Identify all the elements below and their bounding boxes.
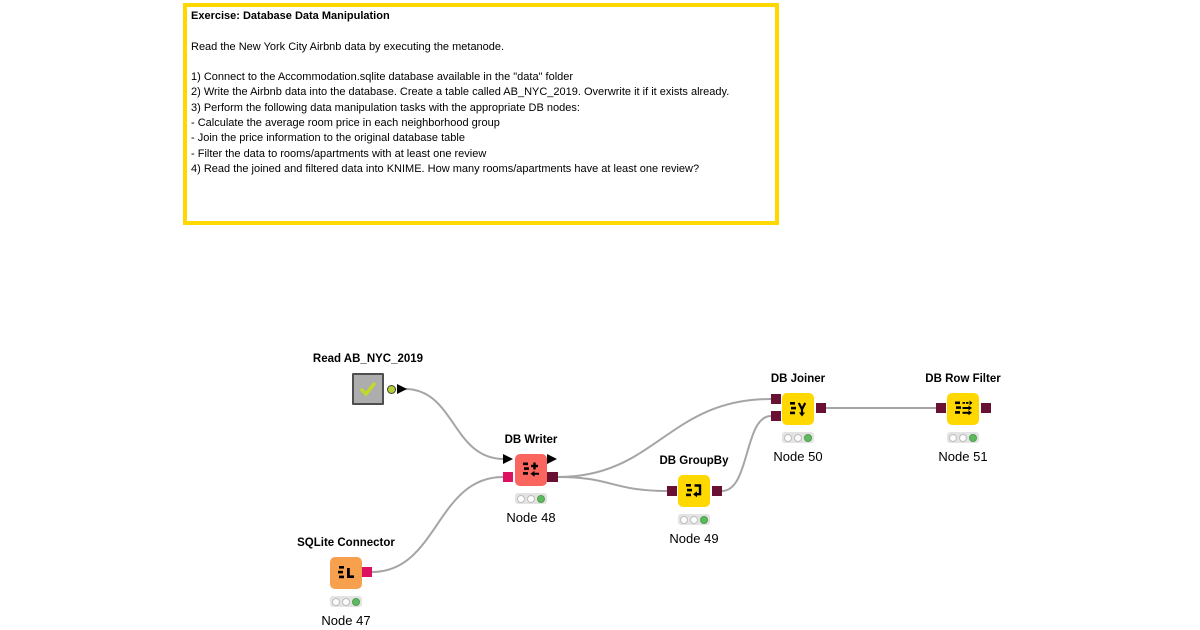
- annotation-body: Read the New York City Airbnb data by ex…: [191, 40, 730, 175]
- joiner-input-port-2[interactable]: [771, 411, 781, 421]
- metanode-output-port[interactable]: [387, 385, 396, 394]
- status-traffic-light: [515, 493, 547, 504]
- status-red-off: [784, 433, 792, 442]
- database-connector-icon: [338, 566, 354, 579]
- joiner-node-body[interactable]: [771, 393, 826, 425]
- node-db-joiner[interactable]: DB Joiner Node 50: [771, 373, 826, 464]
- status-green-on: [537, 494, 545, 503]
- node-title: DB Row Filter: [925, 373, 1001, 385]
- node-db-writer[interactable]: DB Writer Node 48: [503, 434, 558, 525]
- writer-db-data-output-port[interactable]: [547, 472, 558, 482]
- wire-sqlite-to-writer[interactable]: [371, 476, 504, 573]
- groupby-input-port[interactable]: [667, 486, 677, 496]
- metanode-body[interactable]: [352, 373, 407, 405]
- status-traffic-light: [678, 514, 710, 525]
- annotation-title: Exercise: Database Data Manipulation: [191, 10, 390, 22]
- check-icon: [360, 382, 376, 396]
- status-red-off: [680, 515, 688, 524]
- status-traffic-light: [782, 432, 814, 443]
- groupby-output-port[interactable]: [712, 486, 722, 496]
- status-green-on: [352, 597, 360, 606]
- status-green-on: [804, 433, 812, 442]
- node-db-groupby[interactable]: DB GroupBy Node 49: [660, 455, 729, 546]
- node-title: Read AB_NYC_2019: [312, 353, 424, 365]
- sqlite-node-body[interactable]: [330, 557, 372, 589]
- rowfilter-input-port[interactable]: [936, 403, 946, 413]
- node-label: Node 47: [321, 613, 371, 628]
- node-metanode-read[interactable]: Read AB_NYC_2019: [313, 353, 423, 405]
- wire-writer-to-joiner[interactable]: [557, 398, 772, 478]
- wire-groupby-to-joiner[interactable]: [721, 415, 772, 492]
- wire-metanode-to-writer[interactable]: [404, 388, 505, 460]
- workflow-annotation[interactable]: Exercise: Database Data Manipulation Rea…: [183, 3, 779, 225]
- node-title: DB GroupBy: [659, 455, 729, 467]
- db-groupby-icon: [686, 484, 702, 498]
- node-title: SQLite Connector: [297, 537, 395, 549]
- joiner-input-port-1[interactable]: [771, 394, 781, 404]
- status-yellow-off: [794, 433, 802, 442]
- status-traffic-light: [330, 596, 362, 607]
- status-yellow-off: [959, 433, 967, 442]
- status-red-off: [517, 494, 525, 503]
- node-label: Node 48: [506, 510, 556, 525]
- rowfilter-node-body[interactable]: [936, 393, 991, 425]
- node-sqlite-connector[interactable]: SQLite Connector Node 47: [297, 537, 395, 628]
- status-yellow-off: [527, 494, 535, 503]
- joiner-output-port[interactable]: [816, 403, 826, 413]
- status-green-on: [700, 515, 708, 524]
- status-red-off: [332, 597, 340, 606]
- writer-flowvar-input-arrow[interactable]: [503, 454, 513, 464]
- node-label: Node 50: [773, 449, 823, 464]
- wire-writer-to-groupby[interactable]: [557, 476, 668, 492]
- node-label: Node 49: [669, 531, 719, 546]
- status-yellow-off: [342, 597, 350, 606]
- node-title: DB Joiner: [770, 373, 826, 385]
- node-title: DB Writer: [504, 434, 558, 446]
- status-traffic-light: [947, 432, 979, 443]
- writer-flowvar-output-arrow[interactable]: [547, 454, 557, 464]
- node-label: Node 51: [938, 449, 988, 464]
- status-yellow-off: [690, 515, 698, 524]
- db-joiner-icon: [790, 402, 807, 417]
- writer-node-body[interactable]: [503, 454, 558, 486]
- status-red-off: [949, 433, 957, 442]
- sqlite-output-port[interactable]: [362, 567, 372, 577]
- status-green-on: [969, 433, 977, 442]
- metanode-output-arrow-icon: [397, 384, 407, 394]
- rowfilter-output-port[interactable]: [981, 403, 991, 413]
- node-db-row-filter[interactable]: DB Row Filter: [925, 373, 1000, 464]
- db-rowfilter-icon: [955, 400, 973, 416]
- writer-db-connection-input-port[interactable]: [503, 472, 513, 482]
- groupby-node-body[interactable]: [667, 475, 722, 507]
- db-writer-icon: [523, 462, 539, 477]
